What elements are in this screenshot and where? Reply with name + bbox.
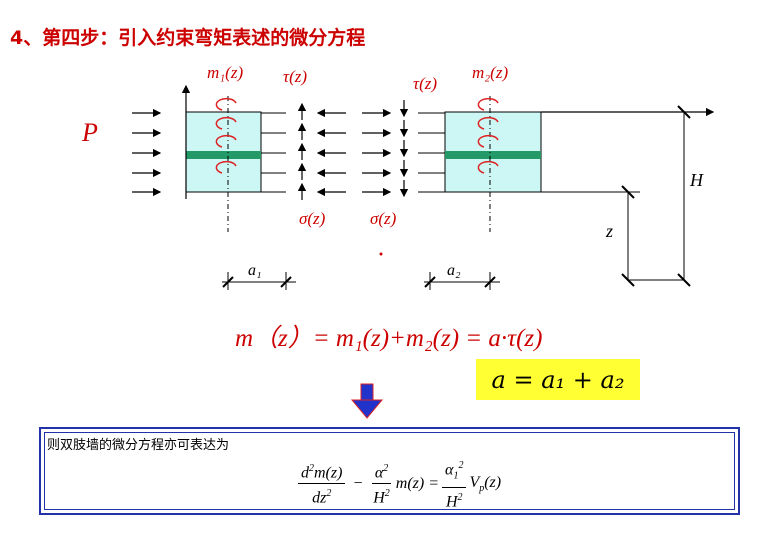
a1-label: a₁ [248,262,262,279]
right-beam [445,151,541,159]
main-equation: m（z）= m₁(z)+m₂(z) = a·τ(z) [235,325,543,352]
sigma-label-right: σ(z) [370,209,397,228]
left-beam [186,151,261,159]
a-sum-equation: a = a₁ + a₂ [476,359,640,400]
load-label: P [82,118,98,147]
tau-label-left: τ(z) [283,67,308,86]
load-arrows [132,108,162,197]
height-label: H [690,170,703,190]
sigma-label-left: σ(z) [299,209,326,228]
z-label: z [606,221,614,241]
sigma-left-arrows [316,108,346,197]
m2-label: m₂(z) [472,63,509,82]
sigma-right-arrows [362,108,392,197]
box-caption: 则双肢墙的微分方程亦可表达为 [47,438,230,453]
page-title: 4、第四步：引入约束弯矩表述的微分方程 [10,27,366,49]
m1-label: m₁(z) [207,63,244,82]
arrow-down-icon [350,383,384,419]
a2-label: a₂ [447,262,461,279]
moment-arcs [215,97,499,174]
a2-dimension [424,272,500,290]
tau-label-right: τ(z) [413,74,438,93]
differential-equation-box [39,427,740,515]
a1-dimension [222,272,296,290]
